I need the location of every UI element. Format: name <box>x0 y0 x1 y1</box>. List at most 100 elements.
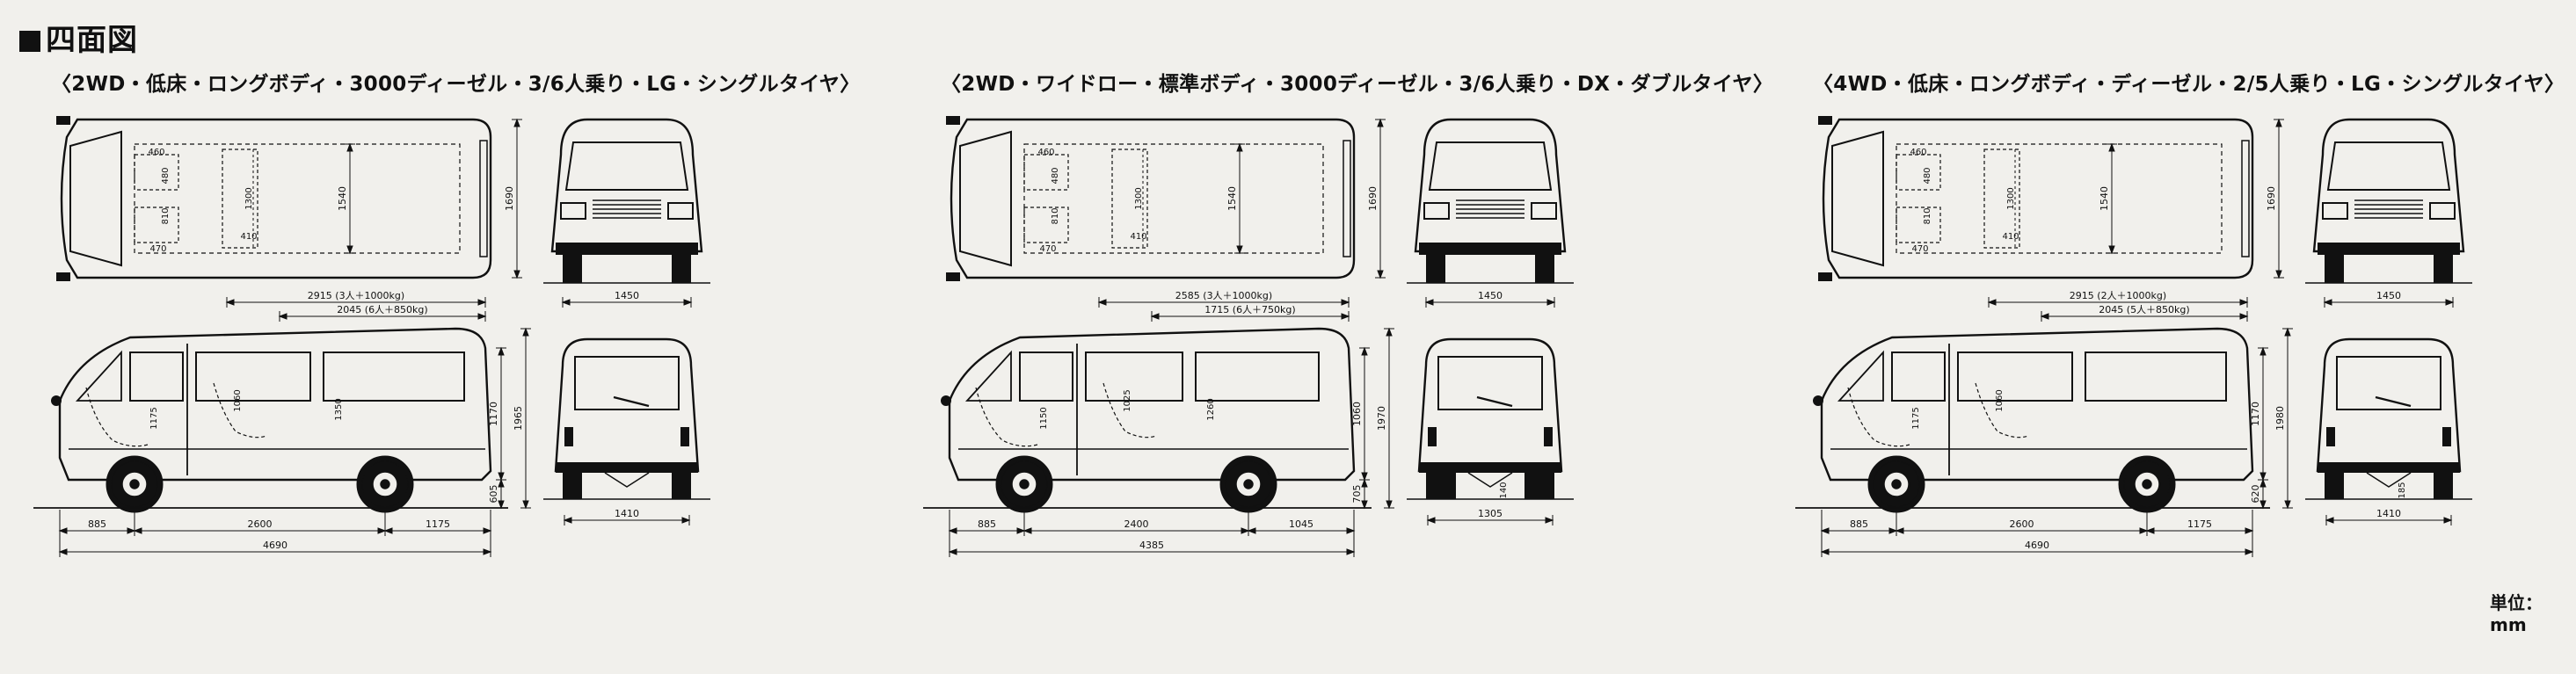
arrow-icon <box>513 118 520 127</box>
arrow-icon <box>1820 548 1830 555</box>
rear-seat <box>1111 149 1148 249</box>
windshield-top <box>69 130 122 267</box>
side-view-body <box>58 327 492 482</box>
arrow-icon <box>1097 299 1107 306</box>
rear-view-body <box>1417 337 1563 473</box>
windshield <box>2326 141 2451 191</box>
headlight-icon <box>667 202 694 220</box>
arrow-icon <box>1424 299 1434 306</box>
cargo-width-label: 1300 <box>1134 187 1144 209</box>
step-label: 410 <box>240 232 257 242</box>
front-tread-dim: 1450 <box>615 290 639 301</box>
arrow-icon <box>58 548 68 555</box>
heading-text: 四面図 <box>46 23 138 58</box>
front-view-body <box>2312 118 2465 253</box>
passenger-seat <box>1023 207 1069 243</box>
panel-title: 〈2WD・ワイドロー・標準ボディ・3000ディーゼル・3/6人乗り・DX・ダブル… <box>941 73 1773 96</box>
cargo-length-dim: 1540 <box>1226 186 1238 211</box>
arrow-icon <box>2284 500 2291 510</box>
front-tire <box>1426 255 1445 283</box>
panel-title: 〈4WD・低床・ロングボディ・ディーゼル・2/5人乗り・LG・シングルタイヤ〉 <box>1813 73 2565 96</box>
driver-seat <box>1896 154 1941 191</box>
arrow-icon <box>1361 500 1368 510</box>
rear-view-body <box>2316 337 2462 473</box>
arrow-icon <box>2325 517 2334 524</box>
arrow-icon <box>1361 346 1368 356</box>
arrow-icon <box>2275 270 2282 279</box>
rear-glass <box>574 356 680 410</box>
seat-length-label: 810 <box>161 207 171 224</box>
rear-bumper-top <box>479 140 488 257</box>
cargo-height-label: 1350 <box>334 398 344 420</box>
rear-bumper <box>556 462 698 473</box>
total-height-dim: 1965 <box>513 406 524 431</box>
aisle-label: 470 <box>1039 244 1056 254</box>
cargo-area <box>1023 143 1324 254</box>
cargo-width-label: 1300 <box>2006 187 2016 209</box>
arrow-icon <box>498 478 505 488</box>
arrow-icon <box>1361 478 1368 488</box>
headlight-icon <box>2322 202 2348 220</box>
mirror-icon <box>946 272 960 281</box>
front-overhang-dim: 885 <box>978 518 996 530</box>
seat-depth-label: 480 <box>161 167 171 184</box>
arrow-icon <box>1150 313 1160 320</box>
rear-overhang-dim: 1175 <box>426 518 450 530</box>
arrow-icon <box>2445 299 2455 306</box>
tail-lamp-icon <box>680 427 689 446</box>
side-mirror-icon <box>941 395 951 406</box>
front-overhang-dim: 885 <box>88 518 106 530</box>
tail-lamp-icon <box>1428 427 1437 446</box>
windshield-top <box>959 130 1012 267</box>
door-window <box>129 351 184 402</box>
arrow-icon <box>1377 270 1384 279</box>
rear-bumper <box>1419 462 1561 473</box>
arrow-icon <box>1016 527 1026 534</box>
rear-window <box>1195 351 1320 402</box>
seat-length-label: 810 <box>1051 207 1060 224</box>
panel-2wd-widelow: 〈2WD・ワイドロー・標準ボディ・3000ディーゼル・3/6人乗り・DX・ダブル… <box>923 67 1773 629</box>
slide-window <box>1957 351 2073 402</box>
front-bumper <box>2318 243 2460 255</box>
passenger-figure <box>1975 382 2029 438</box>
driver-seat <box>1023 154 1069 191</box>
arrow-icon <box>2239 299 2249 306</box>
arrow-icon <box>1241 527 1250 534</box>
width-dim: 1690 <box>2266 186 2277 211</box>
tail-lamp-icon <box>2442 427 2451 446</box>
rear-overhang-dim: 1045 <box>1289 518 1313 530</box>
cargo-area <box>1896 143 2223 254</box>
rear-bumper-top <box>2241 140 2250 257</box>
driver-figure <box>1847 387 1910 447</box>
arrow-icon <box>2145 527 2155 534</box>
front-overhang-dim: 885 <box>1850 518 1868 530</box>
rear-tire <box>1426 473 1456 499</box>
rear-tread-dim: 1410 <box>615 508 639 519</box>
front-tire <box>1535 255 1554 283</box>
arrow-icon <box>1341 299 1350 306</box>
panel-title: 〈2WD・低床・ロングボディ・3000ディーゼル・3/6人乗り・LG・シングルタ… <box>51 73 861 96</box>
arrow-icon <box>225 299 235 306</box>
wheel-hub <box>1243 479 1254 489</box>
arrow-icon <box>498 500 505 510</box>
arrow-icon <box>2443 517 2453 524</box>
load-length-2-dim: 2045 (5人＋850kg) <box>2099 304 2189 315</box>
arrow-icon <box>498 346 505 356</box>
arrow-icon <box>1022 527 1032 534</box>
cargo-width-label: 1300 <box>244 187 254 209</box>
mirror-icon <box>1818 116 1832 125</box>
arrow-icon <box>346 245 353 255</box>
load-length-1-dim: 2915 (3人＋1000kg) <box>308 290 404 301</box>
arrow-icon <box>2139 527 2149 534</box>
wheel-hub <box>129 479 140 489</box>
seat-height-2-label: 1175 <box>149 407 159 429</box>
arrow-icon <box>1361 472 1368 482</box>
arrow-icon <box>58 527 68 534</box>
arrow-icon <box>1820 527 1830 534</box>
arrow-icon <box>2275 118 2282 127</box>
arrow-icon <box>513 270 520 279</box>
arrow-icon <box>2259 346 2267 356</box>
arrow-icon <box>1426 517 1436 524</box>
unit-label: 単位：mm <box>2490 592 2543 635</box>
arrow-icon <box>498 472 505 482</box>
